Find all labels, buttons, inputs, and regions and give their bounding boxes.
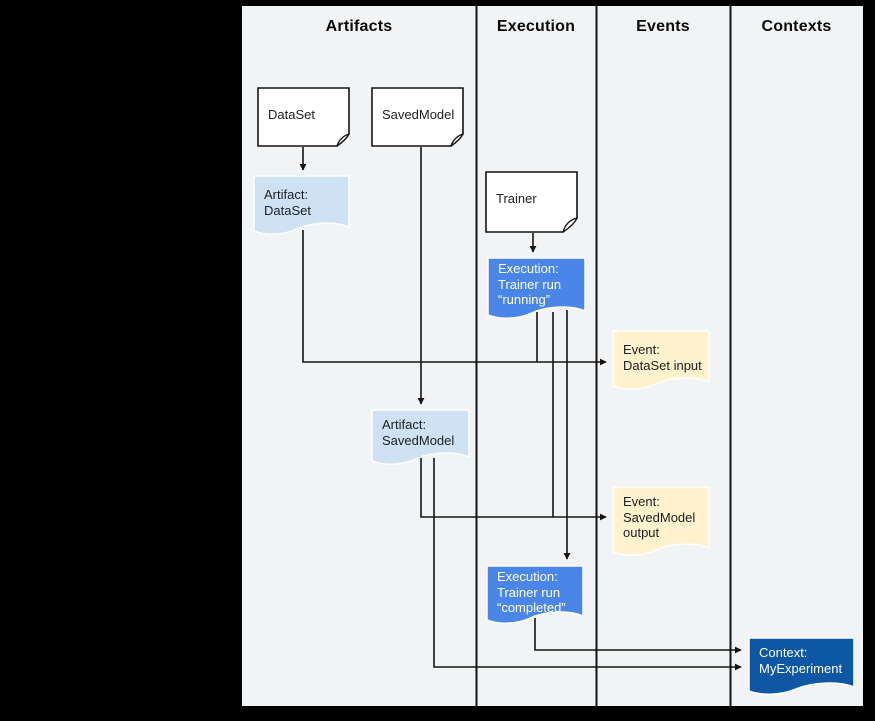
node-line: “completed” xyxy=(497,600,566,615)
arrow-completed-to-context xyxy=(534,618,742,654)
node-label: Execution: Trainer run “completed” xyxy=(486,565,584,616)
node-line: Execution: xyxy=(498,261,559,276)
node-context-myexperiment: Context: MyExperiment xyxy=(748,637,855,698)
node-execution-running: Execution: Trainer run “running” xyxy=(487,257,586,323)
arrow-artifactsavedmodel-to-context xyxy=(433,458,742,671)
wave-shape xyxy=(612,486,710,556)
node-line: MyExperiment xyxy=(759,660,843,676)
node-label: Execution: Trainer run “running” xyxy=(487,257,586,308)
node-line: DataSet xyxy=(264,202,311,218)
node-event-dataset-input: Event: DataSet input xyxy=(612,330,710,394)
node-label: DataSet xyxy=(268,107,315,122)
arrow-artifactdataset-to-event xyxy=(302,230,607,366)
wave-shape xyxy=(748,637,855,695)
node-line: SavedModel xyxy=(382,432,455,448)
document-shape xyxy=(371,87,464,147)
node-execution-completed: Execution: Trainer run “completed” xyxy=(486,565,584,628)
node-line: Trainer run xyxy=(498,276,562,292)
node-label: Event: SavedModel output xyxy=(612,486,710,541)
document-shape xyxy=(257,87,350,147)
column-header-execution: Execution xyxy=(496,18,576,35)
document-shape xyxy=(485,171,578,233)
wave-shape xyxy=(486,565,584,624)
diagram-panel: Artifacts Execution Events Contexts Data… xyxy=(242,6,863,706)
node-label: Context: MyExperiment xyxy=(748,637,855,676)
node-event-savedmodel-output: Event: SavedModel output xyxy=(612,486,710,561)
node-line: Artifact: xyxy=(382,417,427,432)
wave-shape xyxy=(371,409,470,465)
wave-shape xyxy=(253,175,350,235)
page-fold-icon xyxy=(336,133,350,147)
wave-shape xyxy=(487,257,586,319)
wave-shape xyxy=(612,330,710,390)
node-savedmodel: SavedModel xyxy=(371,87,464,147)
node-label: Artifact: DataSet xyxy=(253,175,350,218)
node-artifact-dataset: Artifact: DataSet xyxy=(253,175,350,239)
node-line: Context: xyxy=(759,645,808,660)
page-fold-icon xyxy=(562,217,578,233)
node-line: Artifact: xyxy=(264,187,309,202)
node-label: Artifact: SavedModel xyxy=(371,409,470,448)
column-header-events: Events xyxy=(636,18,690,35)
column-header-artifacts: Artifacts xyxy=(325,18,393,35)
column-header-contexts: Contexts xyxy=(761,18,832,35)
node-line: output xyxy=(623,525,660,540)
page-fold-icon xyxy=(450,133,464,147)
node-line: SavedModel xyxy=(623,509,696,525)
node-label: Trainer xyxy=(496,191,537,206)
node-dataset: DataSet xyxy=(257,87,350,147)
node-line: Event: xyxy=(623,494,660,509)
node-label: SavedModel xyxy=(382,107,455,122)
node-line: Event: xyxy=(623,342,660,357)
arrow-artifactsavedmodel-to-event xyxy=(420,458,607,521)
node-line: “running” xyxy=(498,292,551,307)
node-label: Event: DataSet input xyxy=(612,330,710,373)
node-line: Trainer run xyxy=(497,584,561,600)
node-artifact-savedmodel: Artifact: SavedModel xyxy=(371,409,470,470)
arrows-layer xyxy=(299,6,742,706)
node-line: DataSet input xyxy=(623,357,702,373)
node-line: Execution: xyxy=(497,569,558,584)
node-trainer: Trainer xyxy=(485,171,578,233)
